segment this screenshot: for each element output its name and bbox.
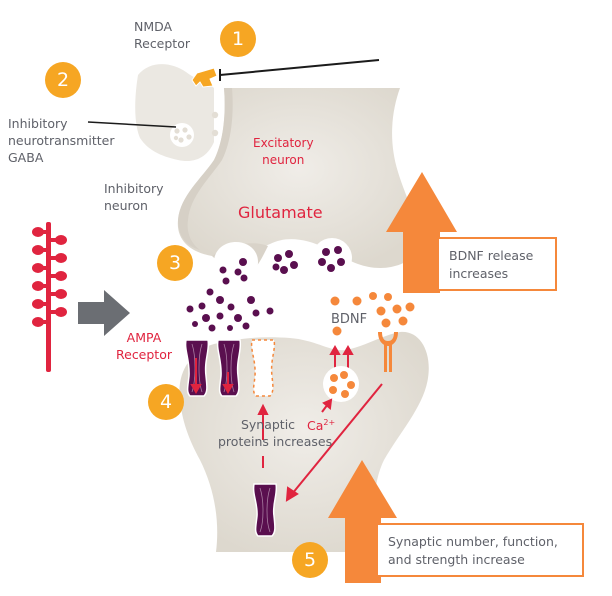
synaptic-callout-line1: Synaptic number, function,	[388, 534, 558, 549]
bdnf-callout-line2: increases	[449, 266, 509, 281]
dendrite-icon	[32, 222, 67, 372]
glutamate-molecules	[186, 246, 345, 332]
gaba-label-line3: GABA	[8, 150, 44, 165]
calcium-symbol: Ca	[307, 418, 324, 434]
gray-arrow-right-icon	[78, 290, 130, 336]
bdnf-label: BDNF	[331, 312, 368, 327]
ampa-internalization-arrows	[190, 358, 269, 468]
ampa-label-line2: Receptor	[116, 347, 172, 362]
bdnf-release-callout: BDNF release increases	[437, 237, 557, 291]
bdnf-vesicle	[323, 366, 359, 402]
step-badge-1: 1	[220, 21, 256, 57]
nmda-receptor-label: NMDA Receptor	[134, 18, 190, 52]
ampa-receptor-new	[252, 483, 278, 537]
gaba-molecule	[211, 111, 219, 119]
gaba-molecule	[211, 129, 219, 137]
inhibitory-neuron-line1: Inhibitory	[104, 181, 164, 196]
step-badge-3: 3	[157, 245, 193, 281]
step-badge-4: 4	[148, 384, 184, 420]
synaptic-proteins-line1: Synaptic	[240, 417, 296, 432]
excitatory-neuron	[177, 88, 420, 268]
nmda-label-line1: NMDA	[134, 19, 173, 34]
excitatory-line2: neuron	[262, 153, 305, 167]
inhibitory-neuron-line2: neuron	[104, 198, 148, 213]
ampa-receptor-label: AMPA Receptor	[116, 329, 172, 363]
calcium-arrow	[321, 398, 333, 413]
nmda-receptor	[191, 67, 218, 88]
bdnf-release-arrows	[329, 344, 354, 370]
excitatory-neuron-label: Excitatory neuron	[253, 135, 314, 169]
excitatory-neuron-edge-shadow	[178, 88, 233, 250]
gaba-label: Inhibitory neurotransmitter GABA	[8, 115, 114, 166]
ampa-receptor-2	[216, 339, 242, 397]
ampa-receptor-1	[184, 339, 210, 397]
synaptic-proteins-line2: proteins increases	[218, 434, 333, 449]
ampa-label-line1: AMPA	[126, 330, 162, 345]
synaptic-callout-line2: and strength increase	[388, 552, 525, 567]
ampa-receptor-dashed	[250, 339, 276, 397]
gaba-label-line1: Inhibitory	[8, 116, 68, 131]
gaba-label-line2: neurotransmitter	[8, 133, 115, 148]
vesicle-open	[214, 242, 258, 292]
bdnf-callout-line1: BDNF release	[449, 248, 534, 263]
gaba-vesicle	[170, 123, 194, 147]
step-badge-5: 5	[292, 542, 328, 578]
receptor-signal-arrow	[285, 383, 383, 502]
calcium-label: Ca2+	[307, 414, 335, 434]
nmda-inhibition-line	[219, 59, 380, 76]
inhibitory-neuron-label: Inhibitory neuron	[104, 180, 164, 214]
bdnf-receptor	[378, 332, 398, 372]
step-badge-2: 2	[45, 62, 81, 98]
synaptic-proteins-label: Synaptic proteins increases	[218, 416, 333, 450]
glutamate-label: Glutamate	[238, 203, 323, 222]
synaptic-increase-callout: Synaptic number, function, and strength …	[376, 523, 584, 577]
calcium-charge: 2+	[323, 418, 336, 427]
excitatory-line1: Excitatory	[253, 136, 314, 150]
gaba-pointer-line	[87, 121, 177, 128]
bdnf-molecules	[330, 292, 415, 336]
nmda-label-line2: Receptor	[134, 36, 190, 51]
inhibitory-neuron-terminal	[135, 64, 214, 162]
